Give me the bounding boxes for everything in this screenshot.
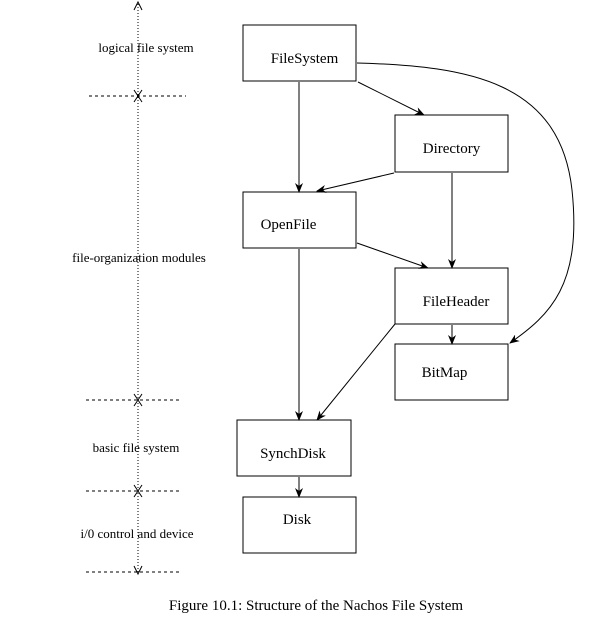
edge-filesystem-to-bitmap: [356, 62, 575, 344]
figure-caption: Figure 10.1: Structure of the Nachos Fil…: [169, 598, 463, 614]
edge-fileheader-to-synchdisk: [316, 323, 396, 421]
module-openfile-label: OpenFile: [261, 217, 317, 233]
layer-axis: logical file system file-organization mo…: [72, 0, 206, 576]
dependency-edges: [295, 62, 575, 498]
module-filesystem-label: FileSystem: [271, 51, 339, 67]
module-fileheader: FileHeader: [394, 267, 509, 325]
module-bitmap-label: BitMap: [422, 365, 468, 381]
module-openfile: OpenFile: [242, 191, 357, 249]
module-fileheader-label: FileHeader: [423, 294, 490, 310]
layer-axis-top-arrowhead: [133, 0, 143, 11]
layer-divider-3-arrows: [133, 484, 143, 498]
edge-filesystem-to-directory: [357, 81, 425, 116]
module-bitmap: BitMap: [394, 343, 509, 401]
edge-openfile-to-fileheader: [356, 242, 429, 269]
module-directory-label: Directory: [423, 141, 481, 157]
layer-label-io-control-and-device: i/0 control and device: [81, 526, 194, 541]
module-synchdisk: SynchDisk: [236, 419, 352, 477]
layer-label-basic-file-system: basic file system: [93, 440, 180, 455]
module-synchdisk-label: SynchDisk: [260, 446, 326, 462]
layer-label-logical-file-system: logical file system: [98, 40, 193, 55]
module-disk: Disk: [242, 496, 357, 554]
layer-label-file-organization-modules: file-organization modules: [72, 250, 206, 265]
layer-axis-bottom-arrowhead: [133, 565, 143, 576]
layer-divider-1-arrows: [133, 89, 143, 103]
module-filesystem: FileSystem: [242, 24, 357, 82]
module-directory: Directory: [394, 114, 509, 173]
module-disk-label: Disk: [283, 512, 312, 528]
layer-divider-2-arrows: [133, 393, 143, 407]
edge-directory-to-openfile: [316, 172, 395, 193]
